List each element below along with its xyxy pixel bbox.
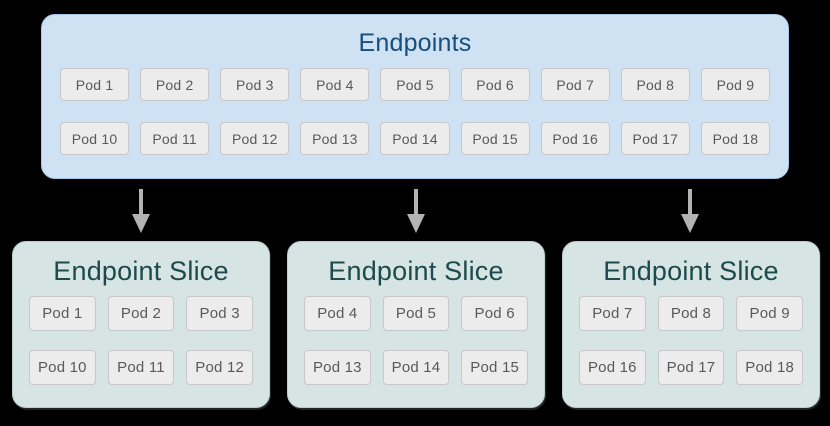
pod-box: Pod 12 (186, 350, 253, 385)
arrow-stem (688, 189, 692, 214)
endpoints-pod-grid: Pod 1 Pod 2 Pod 3 Pod 4 Pod 5 Pod 6 Pod 7 Pod 8… (60, 68, 770, 155)
arrow-head (407, 214, 425, 233)
endpoint-slice-title: Endpoint Slice (603, 256, 779, 286)
pod-box: Pod 9 (700, 68, 770, 101)
pod-box: Pod 13 (304, 350, 371, 385)
down-arrow-icon (681, 189, 699, 233)
pod-box: Pod 7 (540, 68, 610, 101)
arrow-stem (414, 189, 418, 214)
pod-box: Pod 16 (540, 122, 610, 155)
pod-box: Pod 8 (620, 68, 690, 101)
pod-box: Pod 14 (382, 350, 450, 385)
pod-box: Pod 1 (29, 296, 96, 331)
pod-box: Pod 14 (380, 122, 450, 155)
pod-box: Pod 10 (29, 350, 96, 385)
pod-box: Pod 17 (620, 122, 690, 155)
pod-box: Pod 18 (700, 122, 770, 155)
pod-box: Pod 16 (579, 350, 646, 385)
pod-box: Pod 13 (300, 122, 370, 155)
down-arrow-icon (407, 189, 425, 233)
endpoint-slice-pod-grid: Pod 7 Pod 8 Pod 9 Pod 16 Pod 17 Pod 18 (579, 296, 803, 385)
pod-box: Pod 15 (460, 122, 530, 155)
endpoint-slice-title: Endpoint Slice (328, 256, 504, 286)
pod-box: Pod 11 (140, 122, 210, 155)
arrow-stem (139, 189, 143, 214)
pod-box: Pod 4 (304, 296, 371, 331)
pod-box: Pod 2 (140, 68, 210, 101)
pod-box: Pod 3 (186, 296, 253, 331)
pod-box: Pod 5 (382, 296, 450, 331)
pod-box: Pod 6 (460, 68, 530, 101)
endpoints-title: Endpoints (358, 29, 472, 57)
pod-box: Pod 5 (380, 68, 450, 101)
pod-box: Pod 7 (579, 296, 646, 331)
pod-box: Pod 9 (736, 296, 803, 331)
pod-box: Pod 6 (461, 296, 528, 331)
endpoint-slice-pod-grid: Pod 1 Pod 2 Pod 3 Pod 10 Pod 11 Pod 12 (29, 296, 253, 385)
pod-box: Pod 15 (461, 350, 528, 385)
arrow-head (132, 214, 150, 233)
pod-box: Pod 8 (657, 296, 725, 331)
endpoints-box: Endpoints Pod 1 Pod 2 Pod 3 Pod 4 Pod 5 Pod 6… (41, 14, 789, 179)
endpoint-slice-pod-grid: Pod 4 Pod 5 Pod 6 Pod 13 Pod 14 Pod 15 (304, 296, 528, 385)
pod-box: Pod 17 (657, 350, 725, 385)
pod-box: Pod 1 (60, 68, 130, 101)
pod-box: Pod 2 (107, 296, 175, 331)
pod-box: Pod 4 (300, 68, 370, 101)
pod-box: Pod 11 (107, 350, 175, 385)
pod-box: Pod 18 (736, 350, 803, 385)
arrow-head (681, 214, 699, 233)
down-arrow-icon (132, 189, 150, 233)
endpoint-slice-title: Endpoint Slice (53, 256, 229, 286)
pod-box: Pod 12 (220, 122, 290, 155)
pod-box: Pod 3 (220, 68, 290, 101)
pod-box: Pod 10 (60, 122, 130, 155)
